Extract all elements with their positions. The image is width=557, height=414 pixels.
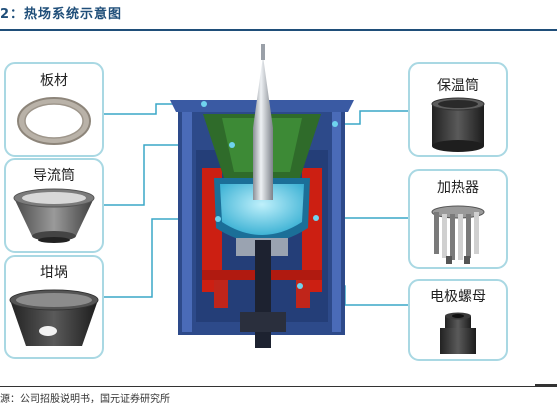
edge-mark <box>535 384 557 386</box>
callout-plate: 板材 <box>4 62 104 157</box>
shell-highlight <box>182 112 192 332</box>
crucible-icon <box>9 289 99 346</box>
point-guide <box>229 142 235 148</box>
source-divider <box>0 386 557 387</box>
crystal-neck <box>261 44 265 60</box>
callout-heater: 加热器 <box>408 169 508 269</box>
electrode-nut-icon <box>440 312 476 354</box>
callout-crucible: 坩埚 <box>4 255 104 359</box>
connector-insulation <box>335 110 409 125</box>
point-nut <box>297 283 303 289</box>
callout-heater-label: 加热器 <box>437 180 479 196</box>
shaft-base <box>240 312 286 332</box>
point-crucible <box>215 216 221 222</box>
shell-highlight-right <box>332 112 341 332</box>
insulation-cylinder-icon <box>431 97 485 152</box>
crystal-tip <box>253 56 273 128</box>
callout-plate-label: 板材 <box>40 73 68 89</box>
ring-plate-icon <box>17 97 91 145</box>
point-insulation <box>332 121 338 127</box>
callout-flow-guide-label: 导流筒 <box>33 167 75 184</box>
callout-flow-guide: 导流筒 <box>4 158 104 253</box>
source-note: 源：公司招股说明书，国元证券研究所 <box>0 394 170 405</box>
electrode-left <box>214 280 228 308</box>
callout-nut-label: 电极螺母 <box>430 289 486 305</box>
figure-title: 2：热场系统示意图 <box>0 7 123 22</box>
flow-guide-cylinder-icon <box>13 188 95 243</box>
callout-crucible-label: 坩埚 <box>40 265 68 281</box>
heater-icon <box>431 205 485 264</box>
callout-nut: 电极螺母 <box>408 279 508 361</box>
callout-insulation: 保温筒 <box>408 62 508 157</box>
silicon-melt <box>220 184 304 235</box>
crystal-rod <box>253 128 273 200</box>
furnace-cross-section <box>170 44 354 348</box>
point-plate <box>201 101 207 107</box>
callout-insulation-label: 保温筒 <box>437 77 479 94</box>
title-divider <box>0 29 557 31</box>
point-heater <box>313 215 319 221</box>
